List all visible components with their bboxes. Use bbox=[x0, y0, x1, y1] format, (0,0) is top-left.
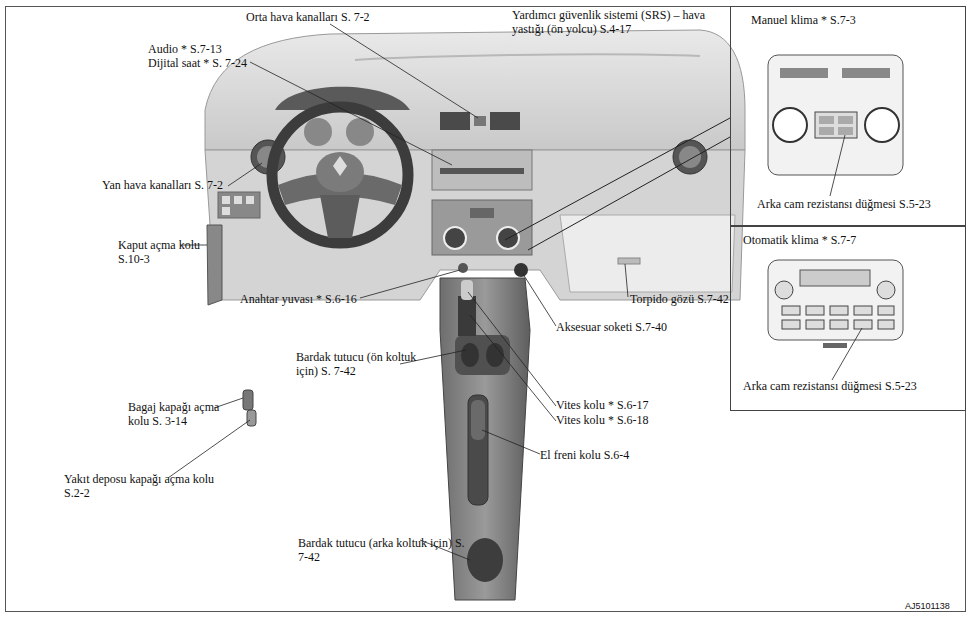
part-label: El freni kolu S.6-4 bbox=[540, 448, 670, 462]
figure-code: AJ5101138 bbox=[905, 601, 965, 612]
part-label: Anahtar yuvası * S.6-16 bbox=[240, 292, 400, 306]
part-label: Arka cam rezistansı düğmesi S.5-23 bbox=[757, 197, 962, 211]
part-label: Orta hava kanalları S. 7-2 bbox=[246, 10, 446, 24]
part-label: Bardak tutucu (ön koltuk için) S. 7-42 bbox=[296, 350, 424, 378]
part-label: Arka cam rezistansı düğmesi S.5-23 bbox=[743, 379, 958, 393]
part-label: Kaput açma kolu S.10-3 bbox=[118, 238, 208, 266]
part-label: Vites kolu * S.6-18 bbox=[556, 413, 686, 427]
part-label: Aksesuar soketi S.7-40 bbox=[556, 320, 696, 334]
part-label: Vites kolu * S.6-17 bbox=[556, 398, 686, 412]
part-label: Torpido gözü S.7-42 bbox=[630, 292, 750, 306]
climate-panel-box: Otomatik klima * S.7-7Arka cam rezistans… bbox=[730, 226, 966, 411]
part-label: Audio * S.7-13 bbox=[148, 42, 298, 56]
part-label: Yakıt deposu kapağı açma kolu S.2-2 bbox=[64, 472, 219, 500]
part-label: Dijital saat * S. 7-24 bbox=[148, 56, 298, 70]
climate-panel-box: Manuel klima * S.7-3Arka cam rezistansı … bbox=[730, 6, 966, 226]
panel-heading: Manuel klima * S.7-3 bbox=[751, 13, 951, 27]
part-label: Yan hava kanalları S. 7-2 bbox=[102, 178, 252, 192]
panel-heading: Otomatik klima * S.7-7 bbox=[743, 233, 953, 247]
part-label: Bardak tutucu (arka koltuk için) S. 7-42 bbox=[298, 536, 476, 564]
part-label: Yardımcı güvenlik sistemi (SRS) – hava y… bbox=[512, 8, 727, 36]
part-label: Bagaj kapağı açma kolu S. 3-14 bbox=[128, 400, 228, 428]
